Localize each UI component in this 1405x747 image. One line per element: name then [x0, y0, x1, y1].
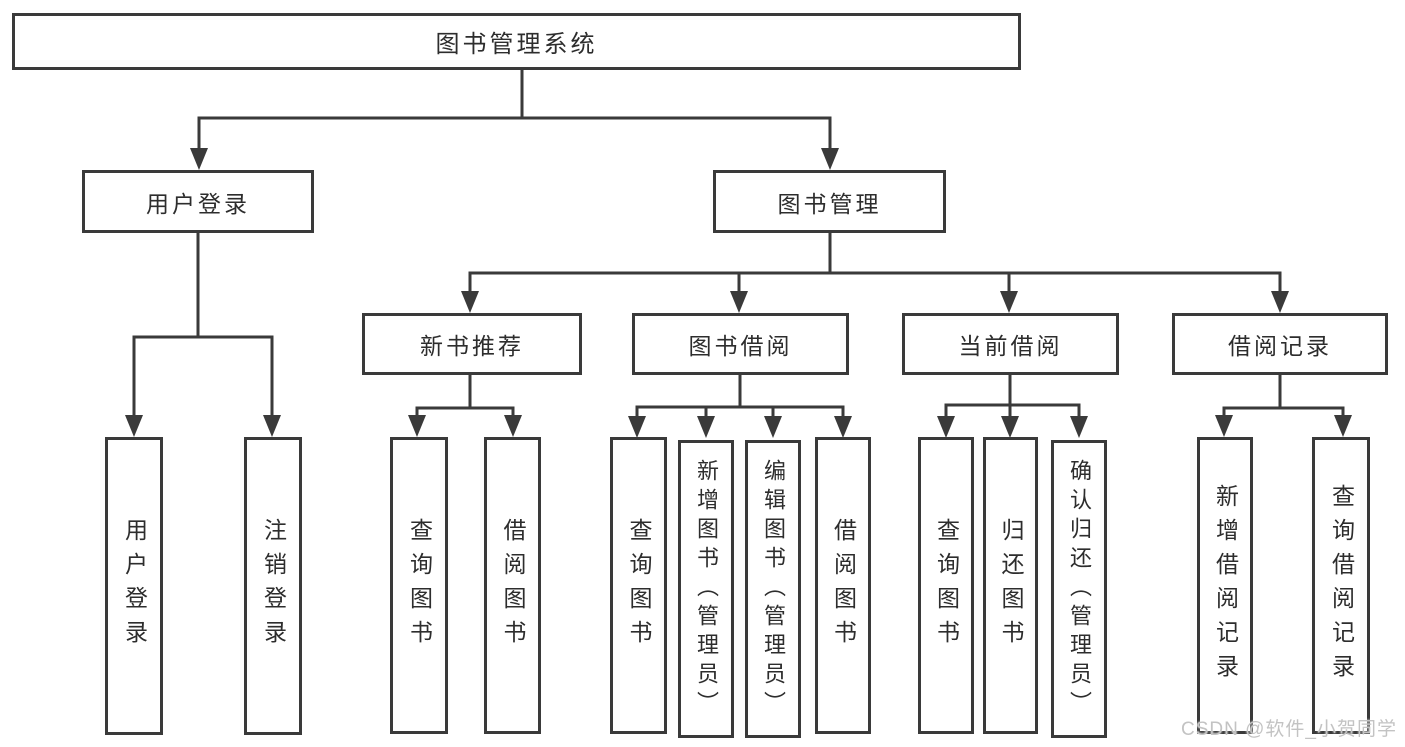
node-label: 用户登录 — [146, 190, 250, 217]
node-leaf-add-book-admin: 新增图书（管理员） — [678, 440, 734, 738]
node-label: 编辑图书（管理员） — [761, 458, 786, 720]
node-borrow-record: 借阅记录 — [1172, 313, 1388, 375]
node-leaf-borrow-book-2: 借阅图书 — [815, 437, 871, 734]
connector-borrow-record-subtree — [1215, 374, 1352, 437]
node-label: 归还图书 — [998, 517, 1024, 654]
node-label: 图书管理 — [777, 190, 882, 217]
node-label: 确认归还（管理员） — [1067, 458, 1092, 720]
node-new-book-recommend: 新书推荐 — [362, 313, 582, 375]
node-leaf-confirm-return-admin: 确认归还（管理员） — [1051, 440, 1107, 738]
node-label: 注销登录 — [260, 518, 287, 654]
connector-new-book-subtree — [408, 374, 522, 437]
node-book-management: 图书管理 — [713, 170, 946, 233]
node-library-system: 图书管理系统 — [12, 13, 1021, 70]
node-label: 图书管理系统 — [435, 31, 598, 58]
node-label: 查询图书 — [933, 517, 960, 654]
node-label: 查询图书 — [406, 517, 433, 654]
node-label: 查询图书 — [626, 517, 652, 654]
node-leaf-add-borrow-record: 新增借阅记录 — [1197, 437, 1253, 734]
node-label: 借阅图书 — [830, 517, 857, 654]
node-label: 用户登录 — [121, 518, 148, 654]
node-leaf-borrow-book-1: 借阅图书 — [484, 437, 541, 734]
node-current-borrow: 当前借阅 — [902, 313, 1119, 375]
node-leaf-return-book: 归还图书 — [983, 437, 1038, 734]
node-label: 借阅图书 — [500, 517, 526, 654]
node-leaf-query-book-2: 查询图书 — [610, 437, 667, 734]
node-label: 新书推荐 — [420, 333, 524, 359]
node-label: 图书借阅 — [688, 333, 793, 359]
node-book-borrow: 图书借阅 — [632, 313, 849, 375]
node-leaf-query-book-1: 查询图书 — [390, 437, 448, 734]
connector-book-borrow-subtree — [628, 374, 852, 438]
node-leaf-query-book-3: 查询图书 — [918, 437, 974, 734]
node-leaf-query-borrow-record: 查询借阅记录 — [1312, 437, 1370, 734]
node-leaf-user-login: 用户登录 — [105, 437, 163, 735]
node-leaf-logout: 注销登录 — [244, 437, 302, 735]
connector-book-mgmt-to-level3 — [461, 232, 1289, 313]
node-label: 借阅记录 — [1228, 333, 1332, 359]
node-label: 新增图书（管理员） — [694, 458, 719, 720]
connector-current-borrow-subtree — [937, 374, 1088, 438]
connector-root-to-level2 — [190, 70, 839, 170]
node-label: 查询借阅记录 — [1328, 483, 1355, 688]
csdn-watermark: CSDN @软件_小贺同学 — [1181, 719, 1397, 740]
node-label: 当前借阅 — [958, 333, 1063, 359]
node-user-login-branch: 用户登录 — [82, 170, 314, 233]
connector-user-login-subtree — [125, 232, 281, 437]
node-leaf-edit-book-admin: 编辑图书（管理员） — [745, 440, 801, 738]
node-label: 新增借阅记录 — [1212, 483, 1239, 688]
